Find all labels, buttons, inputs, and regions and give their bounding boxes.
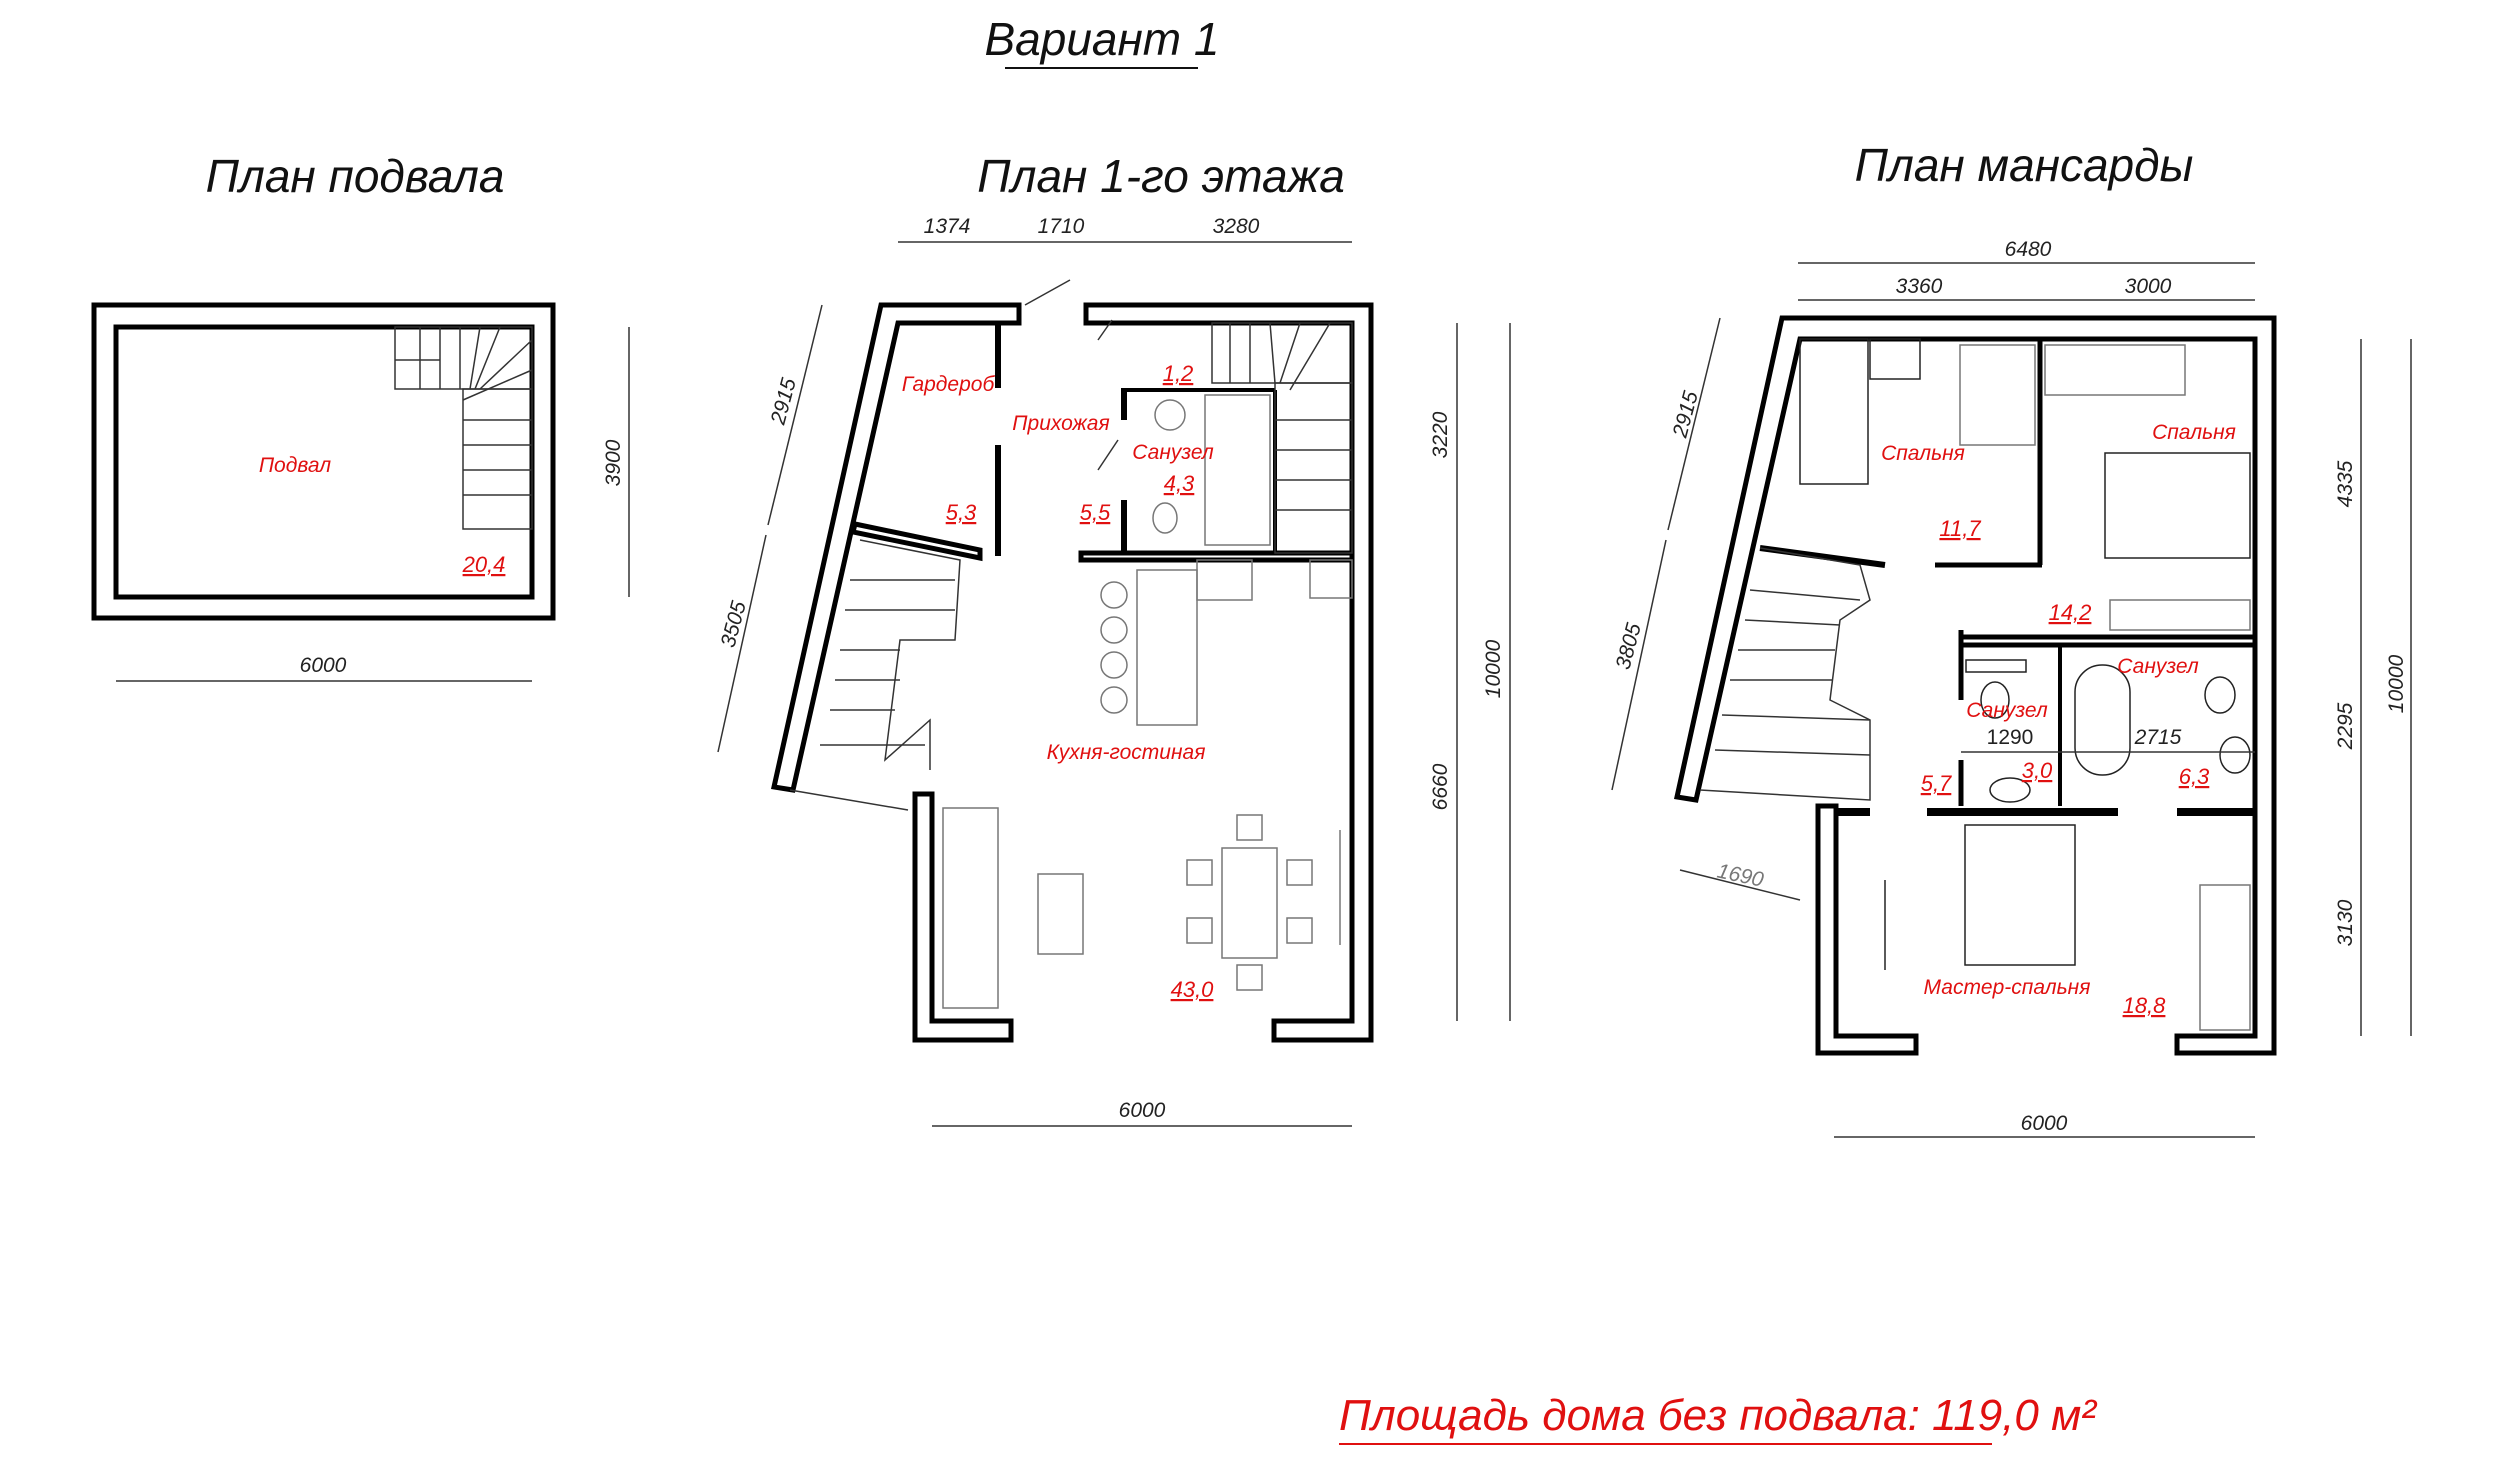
dim-bottom: 6000 bbox=[1119, 1099, 1166, 1122]
dim-top-2: 1710 bbox=[1038, 215, 1085, 238]
first-floor-furniture bbox=[942, 394, 1353, 1009]
attic-dim-top-2: 3000 bbox=[2125, 275, 2172, 298]
attic-dim-inner-1: 1290 bbox=[1987, 726, 2034, 749]
dim-top-3: 3280 bbox=[1213, 215, 1260, 238]
attic-stairs bbox=[1699, 547, 1871, 801]
attic-room-area-bedroom-2: 14,2 bbox=[2049, 600, 2092, 625]
attic-furniture bbox=[1799, 338, 2251, 1031]
room-area-bathroom: 4,3 bbox=[1164, 471, 1195, 496]
room-area-wardrobe: 5,3 bbox=[946, 500, 977, 525]
attic-dim-bottom: 6000 bbox=[2021, 1112, 2068, 1135]
basement-stairs bbox=[394, 326, 533, 530]
attic-room-area-master: 18,8 bbox=[2123, 993, 2167, 1018]
attic-room-area-hall: 5,7 bbox=[1921, 771, 1952, 796]
room-label-hallway: Прихожая bbox=[1012, 412, 1109, 435]
first-floor-title: План 1-го этажа bbox=[977, 150, 1345, 202]
attic-room-area-bathroom-1: 6,3 bbox=[2179, 764, 2210, 789]
dim-right-1: 3220 bbox=[1429, 411, 1452, 458]
dim-top-1: 1374 bbox=[924, 215, 971, 238]
attic-dim-right-total: 10000 bbox=[2385, 654, 2408, 713]
total-area-label: Площадь дома без подвала: 119,0 м² bbox=[1339, 1391, 2097, 1440]
attic-dim-inner-2: 2715 bbox=[2134, 726, 2182, 749]
first-floor-stairs bbox=[789, 322, 1353, 811]
room-area-kitchen-living: 43,0 bbox=[1171, 977, 1215, 1002]
first-floor-plan: План 1-го этажа bbox=[717, 150, 1511, 1127]
attic-plan: План мансарды bbox=[1611, 139, 2412, 1138]
room-area-closet: 1,2 bbox=[1163, 361, 1194, 386]
attic-outer-walls bbox=[1673, 315, 2277, 1056]
attic-room-label-bathroom-2: Санузел bbox=[1966, 699, 2048, 722]
attic-title: План мансарды bbox=[1855, 139, 2194, 191]
attic-dim-slant-1: 2915 bbox=[1668, 388, 1703, 440]
basement-outer-wall bbox=[91, 302, 556, 621]
attic-room-label-master: Мастер-спальня bbox=[1924, 976, 2091, 999]
basement-room-area: 20,4 bbox=[462, 552, 506, 577]
attic-dim-right-2: 2295 bbox=[2334, 702, 2357, 750]
room-label-wardrobe: Гардероб bbox=[902, 373, 996, 396]
attic-dim-top-total: 6480 bbox=[2005, 238, 2052, 261]
attic-room-label-bathroom-1: Санузел bbox=[2117, 655, 2199, 678]
room-area-hallway: 5,5 bbox=[1080, 500, 1111, 525]
attic-dim-right-1: 4335 bbox=[2334, 460, 2357, 507]
basement-room-label: Подвал bbox=[259, 454, 331, 477]
basement-title: План подвала bbox=[206, 150, 505, 202]
attic-dim-right-3: 3130 bbox=[2334, 899, 2357, 946]
attic-dim-top-1: 3360 bbox=[1896, 275, 1943, 298]
attic-room-label-bedroom-2: Спальня bbox=[2152, 421, 2236, 444]
basement-dim-width: 6000 bbox=[300, 654, 347, 677]
dim-right-total: 10000 bbox=[1482, 639, 1505, 698]
dim-slant-1: 2915 bbox=[766, 375, 801, 427]
attic-dim-slant-2: 3805 bbox=[1612, 620, 1646, 671]
basement-plan: План подвала Подвал 20,4 6000 3900 bbox=[91, 150, 630, 682]
room-label-kitchen-living: Кухня-гостиная bbox=[1047, 741, 1206, 764]
attic-dim-slant-3: 1690 bbox=[1715, 860, 1766, 892]
attic-room-label-bedroom-1: Спальня bbox=[1881, 442, 1965, 465]
attic-room-area-bathroom-2: 3,0 bbox=[2022, 758, 2053, 783]
variant-title: Вариант 1 bbox=[984, 13, 1219, 65]
attic-room-area-bedroom-1: 11,7 bbox=[1939, 516, 1981, 541]
room-label-bathroom: Санузел bbox=[1132, 441, 1214, 464]
basement-dim-height: 3900 bbox=[602, 439, 625, 486]
dim-right-2: 6660 bbox=[1429, 763, 1452, 810]
